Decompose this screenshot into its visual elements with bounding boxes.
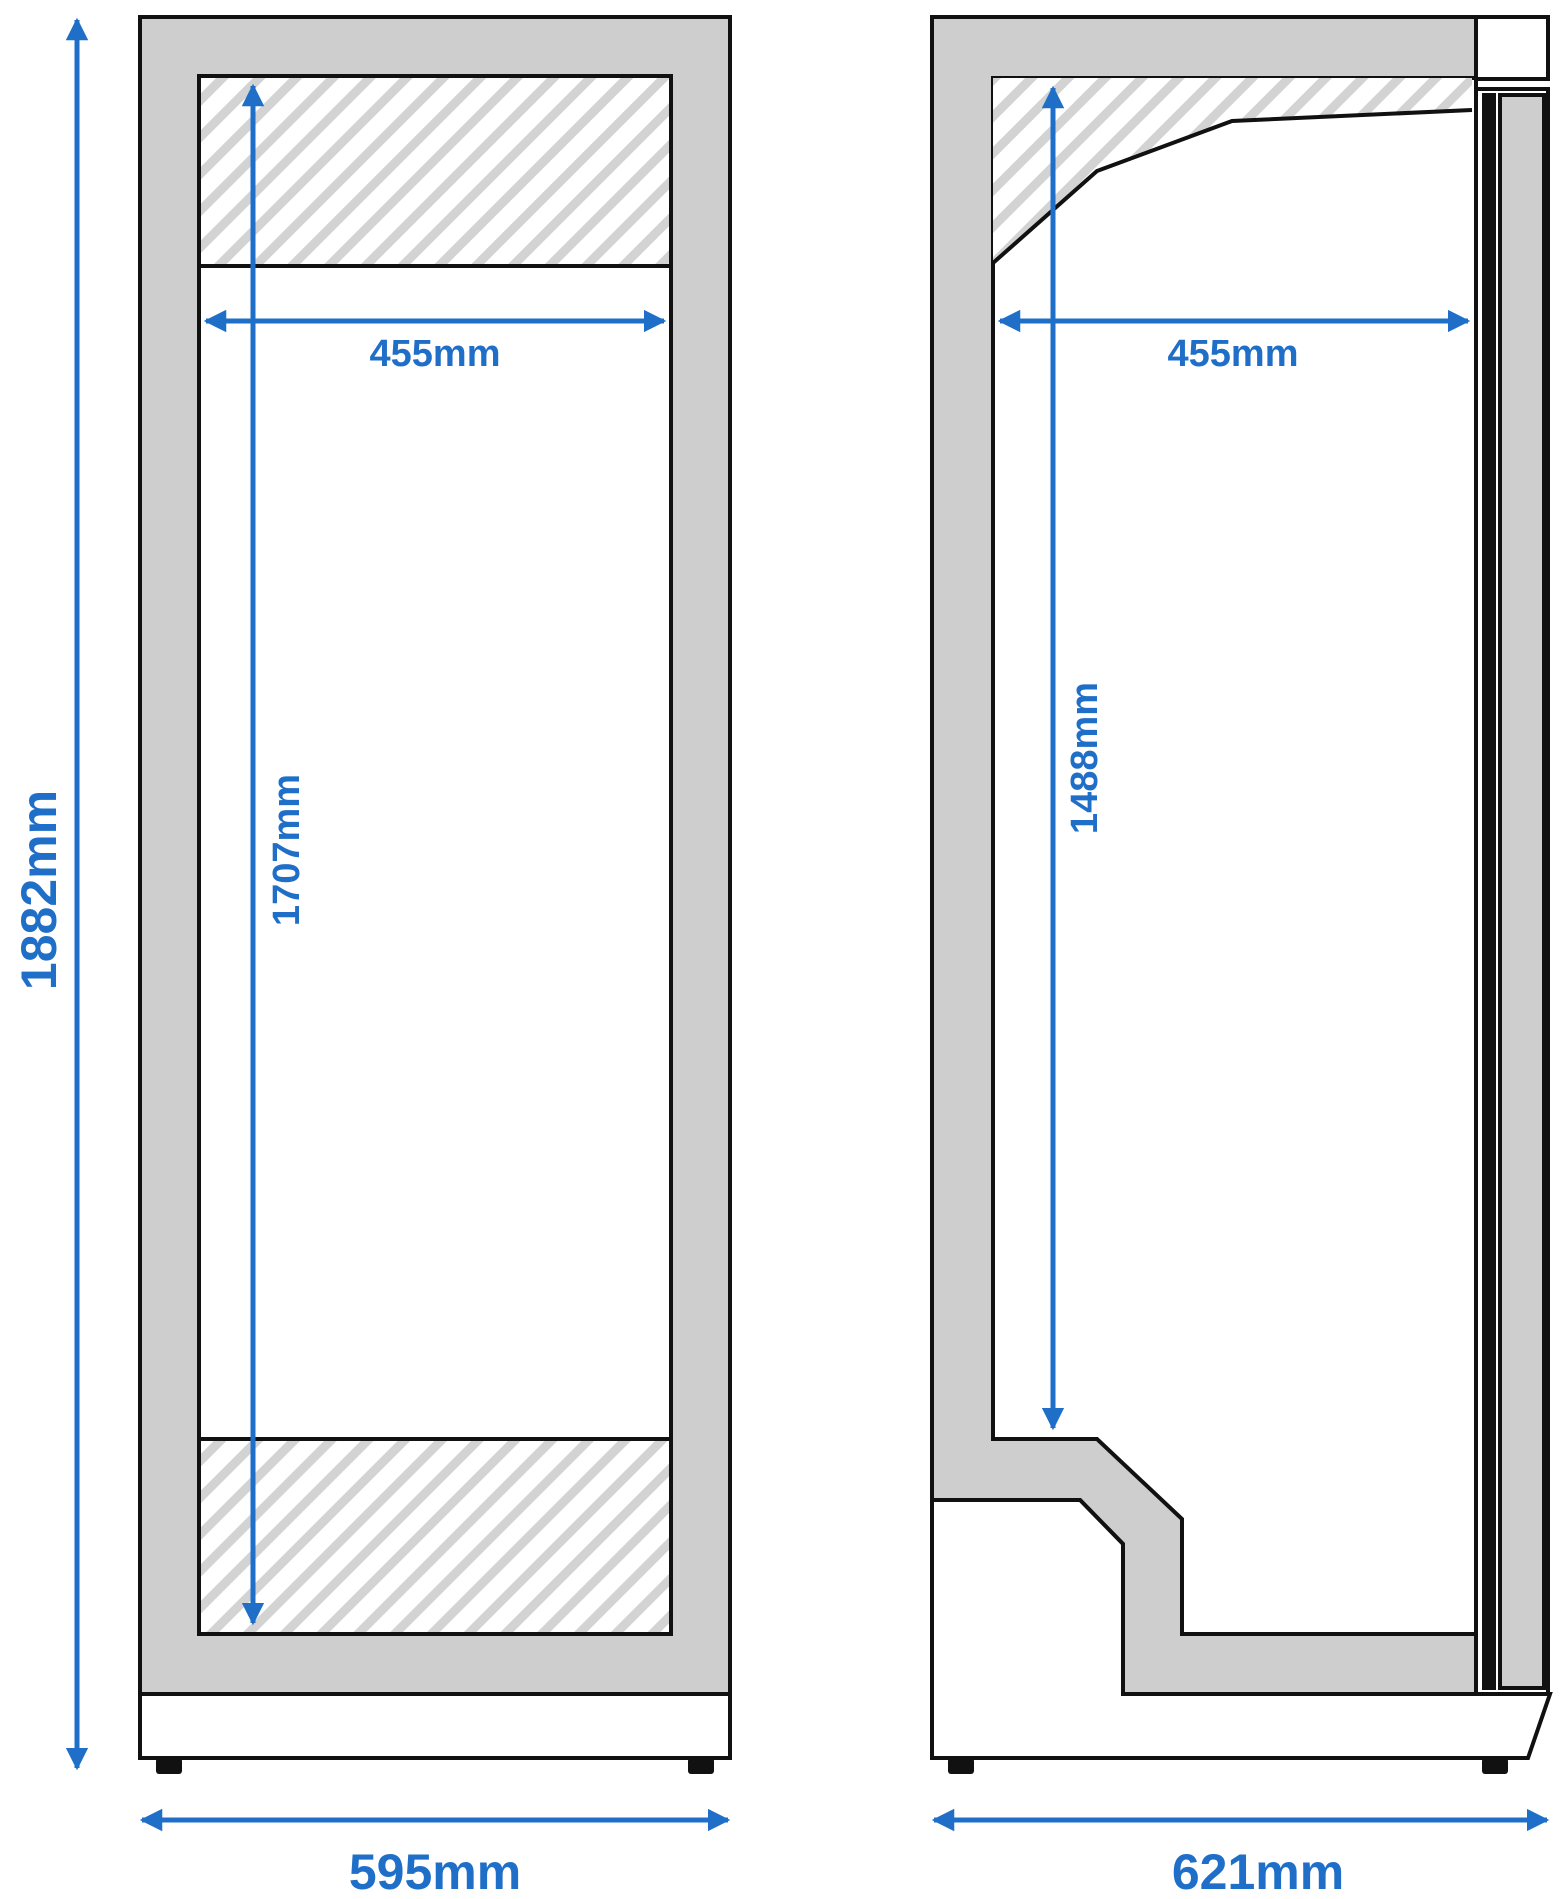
side-overall-depth-label: 621mm <box>1172 1844 1344 1899</box>
side-base-step <box>930 1498 1553 1760</box>
front-view <box>138 15 732 1774</box>
front-overall-height-label: 1882mm <box>11 790 67 990</box>
side-interior-height-label: 1488mm <box>1064 682 1106 834</box>
front-top-hatched-zone <box>197 74 673 268</box>
front-interior-width-label: 455mm <box>370 333 501 375</box>
side-top-hatched-zone <box>993 78 1472 263</box>
side-top-lid <box>1474 15 1550 81</box>
dimension-lines <box>65 17 1550 1832</box>
side-foot-right <box>1482 1758 1508 1774</box>
front-foot-left <box>156 1758 182 1774</box>
front-interior <box>197 74 673 1636</box>
side-interior <box>991 76 1478 1636</box>
front-interior-height-label: 1707mm <box>266 774 308 926</box>
dimension-labels: 1882mm 595mm 455mm 1707mm 621mm 455mm 14… <box>11 333 1344 1899</box>
front-overall-width-label: 595mm <box>349 1844 521 1899</box>
side-door-gasket <box>1482 93 1496 1690</box>
side-foot-left <box>948 1758 974 1774</box>
side-interior-depth-label: 455mm <box>1168 333 1299 375</box>
front-bottom-hatched-zone <box>197 1437 673 1636</box>
front-plinth <box>138 1692 732 1760</box>
side-door-panel <box>1498 93 1546 1690</box>
front-foot-right <box>688 1758 714 1774</box>
side-view <box>930 15 1553 1774</box>
